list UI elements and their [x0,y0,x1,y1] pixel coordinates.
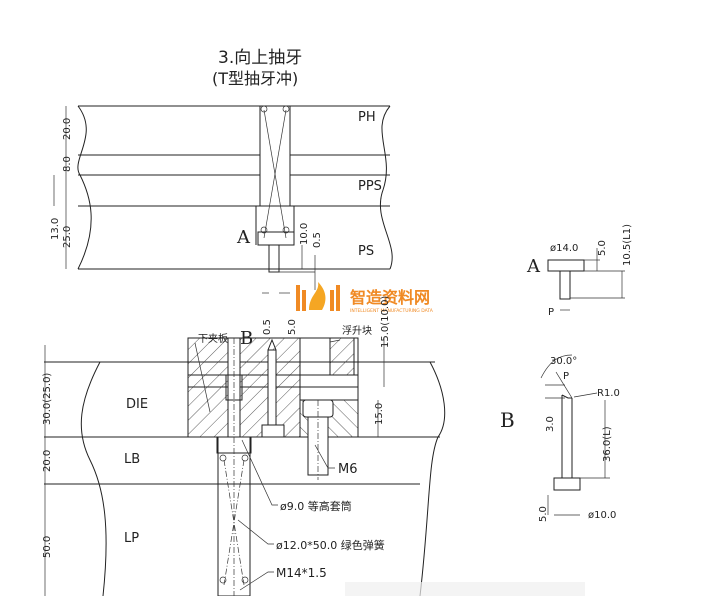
detail-a [547,248,625,311]
annot-lower-clamp: 下夹板 [198,332,228,345]
detail-b-tip: 3.0 [545,416,556,432]
detail-b-head: 5.0 [538,506,549,522]
label-die: DIE [126,397,148,412]
top-plates [77,105,393,273]
callout-a: A [236,227,251,248]
label-lp: LP [124,531,139,546]
label-ps: PS [358,244,374,259]
dim-25: 25.0 [62,226,73,248]
detail-b-angle: 30.0° [550,356,577,367]
dim-10: 10.0 [299,223,310,245]
annot-thread: M14*1.5 [276,566,327,580]
dim-b-15-10: 15.0(10.0) [380,296,391,348]
detail-b-p: P [563,371,569,382]
annot-sleeve: ø9.0 等高套筒 [280,499,352,513]
dim-13: 13.0 [50,218,61,240]
detail-a-diameter: ø14.0 [550,243,578,254]
dim-die: 30.0(25.0) [42,373,53,425]
dim-0-5: 0.5 [312,232,323,248]
detail-a-label: A [526,256,541,277]
label-lb: LB [124,452,140,467]
detail-b-length: 36.0(L) [602,426,613,462]
detail-a-head: 5.0 [597,240,608,256]
dim-b-0-5: 0.5 [262,319,273,335]
top-dimensions [53,106,67,269]
annot-m6: M6 [338,462,358,477]
detail-a-length: 10.5(L1) [622,224,633,266]
detail-b-radius: R1.0 [597,388,620,399]
annot-stripper: 浮升块 [342,325,372,337]
blurred-strip [345,582,585,596]
dim-b-15: 15.0 [374,403,385,425]
dim-20: 20.0 [62,118,73,140]
detail-b-diameter: ø10.0 [588,510,616,521]
label-ph: PH [358,110,376,125]
dim-b-5: 5.0 [287,319,298,335]
detail-b-label: B [500,408,515,432]
detail-a-p: P [548,307,554,318]
title-line2: (T型抽牙冲) [212,69,298,88]
dim-lb: 20.0 [42,450,53,472]
watermark-subtitle: INTELLIGENT MANUFACTURING DATA [350,308,434,314]
bottom-plates [44,337,446,596]
callout-b: B [240,328,253,349]
dim-lp: 50.0 [42,536,53,558]
dim-8: 8.0 [62,156,73,172]
label-pps: PPS [358,179,382,194]
annot-spring: ø12.0*50.0 绿色弹簧 [276,538,385,552]
detail-b [540,354,610,516]
title-line1: 3.向上抽牙 [218,48,302,68]
watermark-logo [296,282,340,311]
watermark-name: 智造资料网 [350,288,430,307]
